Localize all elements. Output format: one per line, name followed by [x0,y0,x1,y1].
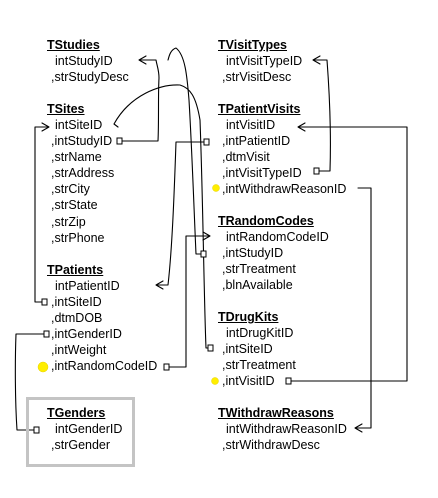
field: ,intWithdrawReasonID [222,182,347,197]
highlight-dot-visits-withdrawreason [212,184,220,192]
pk-field: intGenderID [55,422,123,436]
table-name: TStudies [47,38,100,52]
field: ,strTreatment [222,262,296,277]
fk-marker-patients-genderid [43,330,50,338]
field: ,intGenderID [51,327,122,342]
field: ,strVisitDesc [222,70,292,85]
field: ,intVisitTypeID [222,166,302,181]
table-tpatients: TPatients intPatientID ,intSiteID ,dtmDO… [47,263,157,375]
table-name: TDrugKits [218,310,279,324]
table-twithdrawreasons: TWithdrawReasons intWithdrawReasonID ,st… [218,406,347,453]
link-visits-visittype [312,55,331,172]
pk-field: intPatientID [55,279,120,293]
field: ,strWithdrawDesc [222,438,320,453]
fk-marker-drugkits-visitid [285,377,292,385]
table-name: TPatientVisits [218,102,301,116]
table-name: TWithdrawReasons [218,406,334,420]
field: ,intSiteID [51,295,102,310]
field: ,blnAvailable [222,278,293,293]
fk-marker-randomcodes-studyid [200,250,207,258]
field: ,strAddress [51,166,115,181]
table-name: TRandomCodes [218,214,314,228]
pk-field: intWithdrawReasonID [226,422,347,436]
highlight-dot-patients-randomcode [37,361,49,373]
field: ,intRandomCodeID [51,359,158,374]
pk-field: intRandomCodeID [226,230,329,244]
link-drugkits-site [113,84,211,349]
pk-field: intSiteID [55,118,103,132]
field: ,intVisitID [222,374,275,389]
table-tgenders: TGenders intGenderID ,strGender [47,406,122,453]
table-name: TGenders [47,406,106,420]
link-drugkits-visit [289,122,408,382]
tgenders-highlight-box [26,397,135,467]
link-patients-site [34,122,50,303]
field: ,intSiteID [222,342,273,357]
table-tsites: TSites intSiteID ,intStudyID ,strName ,s… [47,102,114,246]
table-name: TSites [47,102,85,116]
field: ,intStudyID [51,134,113,149]
link-randomcodes-study [167,47,204,255]
link-patients-gender [14,333,48,431]
field: ,strGender [51,438,111,453]
fk-marker-patients-siteid [41,298,48,306]
field: ,strName [51,150,102,165]
field: ,strTreatment [222,358,296,373]
field: ,intWeight [51,343,107,358]
link-sites-study [120,55,160,142]
field: ,dtmVisit [222,150,270,165]
link-visits-patient [155,141,207,290]
table-tvisittypes: TVisitTypes intVisitTypeID ,strVisitDesc [218,38,302,85]
field: ,dtmDOB [51,311,103,326]
fk-marker-visits-visittypeid [313,167,320,175]
table-name: TVisitTypes [218,38,288,52]
field: ,intPatientID [222,134,291,149]
table-tpatientvisits: TPatientVisits intVisitID ,intPatientID … [218,102,346,197]
fk-marker-genders-pk [33,426,40,434]
link-visits-withdrawreason [354,187,372,433]
table-tstudies: TStudies intStudyID ,strStudyDesc [47,38,129,85]
fk-marker-patients-randomcodeid [163,363,170,371]
field: ,strCity [51,182,90,197]
field: ,strPhone [51,230,105,245]
field: ,strZip [51,214,86,229]
fk-marker-visits-patientid [203,138,210,146]
field: ,intStudyID [222,246,284,261]
fk-marker-sites-studyid [116,137,123,145]
link-patients-randomcode [166,231,211,368]
pk-field: intVisitTypeID [226,54,303,68]
fk-marker-drugkits-siteid [207,344,214,352]
pk-field: intDrugKitID [226,326,294,340]
table-tdrugkits: TDrugKits intDrugKitID ,intSiteID ,strTr… [218,310,296,389]
table-name: TPatients [47,263,104,277]
field: ,strStudyDesc [51,70,129,85]
field: ,strState [51,198,98,213]
pk-field: intVisitID [226,118,276,132]
highlight-dot-drugkits-visitid [211,377,219,385]
table-trandomcodes: TRandomCodes intRandomCodeID ,intStudyID… [218,214,329,293]
pk-field: intStudyID [55,54,113,68]
